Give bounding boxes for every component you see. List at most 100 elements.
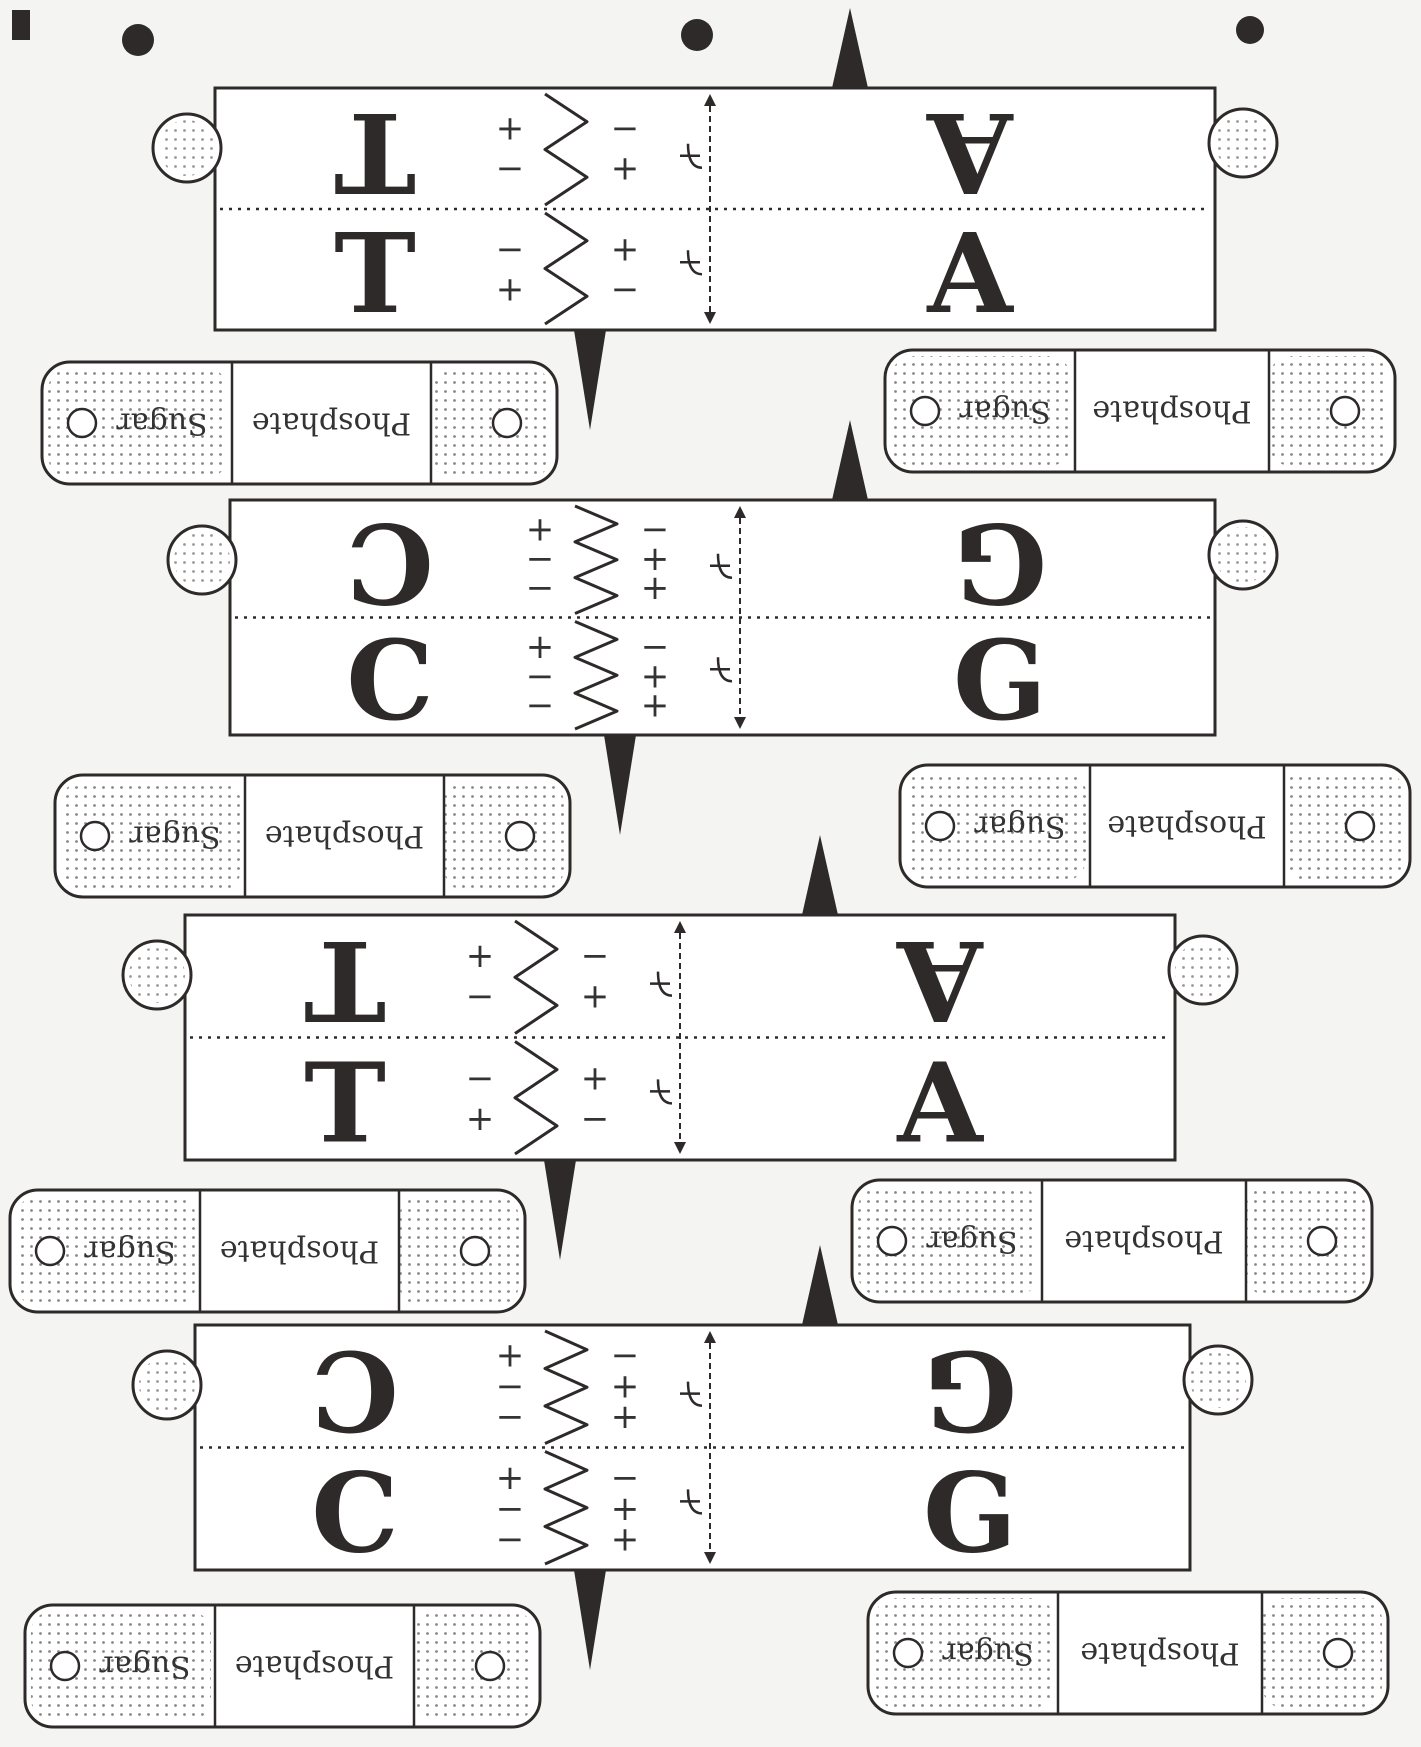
charge-sign-left: − — [496, 1366, 525, 1406]
tab-circle-dots — [1215, 115, 1271, 171]
arrow-up-icon — [704, 94, 716, 106]
phosphate-label: Phosphate — [1064, 1224, 1223, 1259]
punch-hole-icon — [1322, 1637, 1354, 1669]
phosphate-label: Phosphate — [1092, 394, 1251, 429]
tab-circle-dots — [174, 532, 230, 588]
charge-sign-left: + — [526, 627, 555, 667]
zigzag-cut-line — [573, 620, 619, 731]
tab-circle-dots — [139, 1357, 195, 1413]
end-tab-right — [1207, 107, 1279, 179]
punch-hole-icon — [876, 1225, 908, 1257]
charge-sign-right: + — [641, 568, 670, 608]
punch-hole-icon — [459, 1235, 491, 1267]
hook-mark — [680, 1381, 703, 1407]
hook-mark — [650, 971, 673, 997]
end-tab-right — [1207, 519, 1279, 591]
hook-mark — [650, 1079, 673, 1105]
spike-tab — [544, 1160, 576, 1260]
strip-dots-right — [1262, 1598, 1382, 1708]
charge-sign-right: − — [611, 108, 640, 148]
strip-dots-left — [906, 771, 1086, 881]
zigzag-cut-line — [513, 919, 559, 1035]
sugar-label: Sugar — [942, 1636, 1034, 1671]
base-letter-left-inverted: C — [311, 1326, 399, 1455]
tab-circle-dots — [129, 947, 185, 1003]
charge-sign-left: − — [496, 229, 525, 269]
charge-sign-right: + — [581, 977, 610, 1017]
tab-circle-dots — [159, 120, 215, 176]
charge-sign-right: − — [641, 509, 670, 549]
arrow-up-icon — [674, 921, 686, 933]
base-letter-left-inverted: C — [346, 498, 434, 627]
zigzag-cut-line — [573, 504, 619, 615]
charge-sign-left: + — [496, 108, 525, 148]
base-letter-left: T — [304, 1038, 386, 1167]
zigzag-cut-line — [543, 92, 589, 207]
charge-sign-left: − — [526, 568, 555, 608]
end-tab-left — [151, 112, 223, 184]
sugar-label: Sugar — [116, 406, 208, 441]
punch-hole-icon — [66, 407, 98, 439]
base-letter-right-inverted: G — [923, 1326, 1017, 1455]
punch-hole-icon — [49, 1650, 81, 1682]
base-letter-right-inverted: A — [926, 88, 1014, 217]
charge-sign-left: − — [526, 539, 555, 579]
phosphate-label: Phosphate — [1107, 809, 1266, 844]
arrow-up-icon — [704, 1331, 716, 1343]
charge-sign-left: − — [466, 1058, 495, 1098]
punch-hole-icon — [909, 395, 941, 427]
hook-mark — [710, 657, 733, 683]
sugar-label: Sugar — [959, 394, 1051, 429]
base-letter-right: G — [923, 1448, 1017, 1577]
punch-hole-icon — [34, 1235, 66, 1267]
phosphate-sugar-strip: Sugar Phosphate — [883, 348, 1397, 474]
scan-speck — [122, 24, 154, 56]
scan-speck — [681, 19, 713, 51]
sugar-label: Sugar — [84, 1234, 176, 1269]
phosphate-label: Phosphate — [235, 1649, 394, 1684]
phosphate-label: Phosphate — [265, 819, 424, 854]
strip-dots-left — [48, 368, 228, 478]
charge-sign-right: − — [581, 1099, 610, 1139]
end-tab-left — [121, 939, 193, 1011]
punch-hole-icon — [79, 820, 111, 852]
sugar-label: Sugar — [99, 1649, 191, 1684]
base-letter-left: T — [334, 209, 416, 338]
strip-dots-left — [874, 1598, 1054, 1708]
punch-hole-icon — [474, 1650, 506, 1682]
punch-hole-icon — [504, 820, 536, 852]
zigzag-cut-line — [543, 1450, 589, 1566]
charge-sign-right: + — [641, 539, 670, 579]
base-letter-left: C — [311, 1448, 399, 1577]
base-letter-right-inverted: A — [896, 916, 984, 1045]
end-tab-right — [1182, 1344, 1254, 1416]
charge-sign-left: + — [496, 270, 525, 310]
strip-dots-right — [1269, 356, 1389, 466]
charge-sign-right: − — [641, 627, 670, 667]
base-letter-right: A — [896, 1038, 984, 1167]
strip-dots-left — [16, 1196, 196, 1306]
charge-sign-left: + — [466, 1099, 495, 1139]
charge-sign-right: + — [581, 1058, 610, 1098]
base-pair-card — [193, 1323, 1192, 1572]
charge-sign-right: + — [611, 1397, 640, 1437]
charge-sign-left: − — [496, 149, 525, 189]
phosphate-sugar-strip: Sugar Phosphate — [23, 1603, 542, 1729]
base-letter-right: A — [926, 209, 1014, 338]
hook-mark — [680, 1489, 703, 1515]
strip-dots-right — [1246, 1186, 1366, 1296]
punch-hole-icon — [1344, 810, 1376, 842]
phosphate-label: Phosphate — [252, 406, 411, 441]
tab-circle-dots — [1215, 527, 1271, 583]
strip-dots-left — [891, 356, 1071, 466]
charge-sign-right: + — [611, 1489, 640, 1529]
charge-sign-left: − — [526, 686, 555, 726]
base-letter-right-inverted: G — [953, 498, 1047, 627]
punch-hole-icon — [1306, 1225, 1338, 1257]
